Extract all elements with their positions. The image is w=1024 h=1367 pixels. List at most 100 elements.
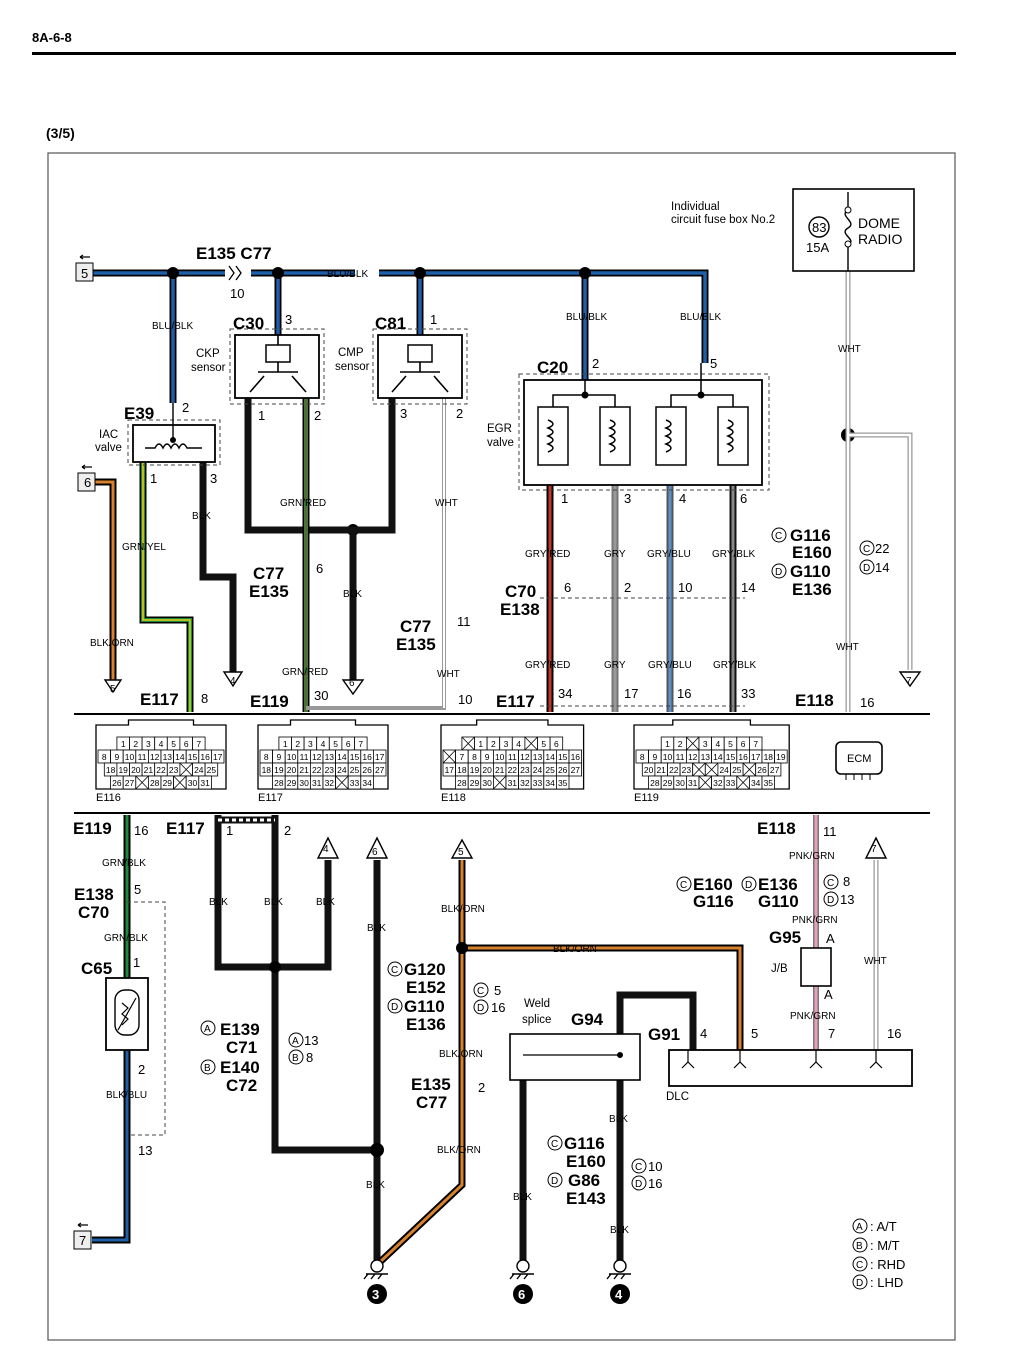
ecm-cavity (556, 775, 570, 790)
wire-blk-ckp: BLK (343, 589, 362, 600)
ecm-pin-number: 18 (106, 765, 116, 775)
ecm-pin-number: 21 (144, 765, 154, 775)
svg-text:E140: E140 (220, 1058, 260, 1077)
conn-e117-a: E117 (140, 690, 179, 709)
ecm-pin-number: 18 (764, 752, 774, 762)
wire-blk-orn-b4: BLK/ORN (437, 1145, 481, 1156)
ref-arrow-6b: 6 (372, 847, 378, 858)
wire-grn-blk-1: GRN/BLK (102, 858, 146, 869)
ecm-pin-number: 2 (295, 739, 300, 749)
ecm-pin-number: 26 (558, 765, 568, 775)
svg-text:D: D (745, 880, 752, 891)
ecm-cavity (761, 775, 776, 790)
svg-text:A: A (856, 1222, 863, 1233)
junction-dots (167, 267, 855, 536)
ecm-connector-label: E117 (258, 792, 283, 804)
svg-text:C: C (477, 986, 484, 997)
pin-c20-2: 2 (592, 356, 599, 371)
ecm-pin-number: 10 (495, 752, 505, 762)
pin-10-top: 10 (230, 286, 244, 301)
ecm-pin-number: 7 (460, 752, 465, 762)
ecm-pin-number: 27 (770, 765, 780, 775)
conn-g116: G116 (790, 526, 831, 545)
conn-g95: G95 (769, 928, 801, 947)
ecm-pin-number: 14 (337, 752, 347, 762)
dlc-label: DLC (666, 1091, 689, 1103)
egr-valve (523, 379, 763, 486)
conn-c81: C81 (375, 314, 406, 333)
ecm-pin-number: 5 (728, 739, 733, 749)
ecm-pin-number: 16 (738, 752, 748, 762)
svg-text:E143: E143 (566, 1189, 606, 1208)
pin-e117c-1: 1 (226, 823, 233, 838)
wire-blu-blk-c20a: BLU/BLK (566, 312, 607, 323)
ecm-pin-number: 6 (184, 739, 189, 749)
ckp-label-2: sensor (191, 362, 226, 374)
wire-gry-blu-2: GRY/BLU (648, 660, 692, 671)
pin-e118-11: 11 (823, 824, 837, 839)
svg-text:C: C (551, 1139, 558, 1150)
ecm-pin-number: 30 (675, 778, 685, 788)
wire-blk-orn-b1: BLK/ORN (441, 904, 485, 915)
ecm-pin-number: 28 (274, 778, 284, 788)
ecm-pin-number: 4 (321, 739, 326, 749)
ecm-pin-number: 25 (545, 765, 555, 775)
ref-box-5 (75, 262, 94, 282)
ecm-pin-number: 3 (703, 739, 708, 749)
blk-wires-g94 (519, 991, 697, 1262)
svg-text:G120: G120 (404, 960, 446, 979)
pin-dlc-7: 7 (828, 1026, 835, 1041)
pin-e117-17: 17 (624, 686, 638, 701)
conn-c77-a: C77 (253, 564, 284, 583)
ecm-pin-number: 24 (719, 765, 729, 775)
conn-e118-b: E118 (757, 819, 796, 838)
conn-g91: G91 (648, 1025, 680, 1044)
ecm-pin-number: 22 (156, 765, 166, 775)
iac-label-1: IAC (99, 429, 118, 441)
variant-group-e160: C E160 G116 D E136 G110 C 8 D 13 (676, 874, 854, 911)
ecm-pin-number: 17 (213, 752, 223, 762)
ref-box-7 (73, 1230, 92, 1250)
ecm-pin-number: 6 (554, 739, 559, 749)
variant-group-e139: A E139 C71 B E140 C72 A 13 B 8 (200, 1020, 318, 1095)
conn-e135-c: E135 (411, 1075, 451, 1094)
ecm-cavity-blank (736, 775, 750, 790)
ecm-pin-number: 10 (287, 752, 297, 762)
svg-text:C: C (775, 531, 782, 542)
ecm-pin-number: 13 (701, 752, 711, 762)
wire-pnk-grn-3: PNK/GRN (790, 1011, 836, 1022)
svg-text:5: 5 (494, 983, 501, 998)
ecm-pin-number: 11 (138, 752, 147, 762)
fuse-number: 83 (812, 220, 826, 235)
pin-iac-1: 1 (150, 471, 157, 486)
svg-text:C: C (680, 880, 687, 891)
conn-e118-a: E118 (795, 691, 834, 710)
bus-label-gap (355, 262, 379, 284)
egr-label-1: EGR (487, 423, 512, 435)
conn-c65: C65 (81, 959, 112, 978)
ecm-cavity (360, 775, 374, 790)
ecm-cavity (198, 775, 212, 790)
ecm-pin-number: 29 (163, 778, 173, 788)
pin-egr-6: 6 (740, 491, 747, 506)
ref-arrow-4b: 4 (323, 844, 329, 855)
svg-text:B: B (204, 1063, 211, 1074)
ecm-cavity-blank (493, 775, 507, 790)
ecm-pin-number: 22 (669, 765, 679, 775)
ref-arrow-7-num: 7 (906, 676, 912, 687)
svg-text:E136: E136 (758, 875, 798, 894)
conn-e117-b: E117 (496, 692, 535, 711)
wire-blk-weld: BLK (513, 1192, 532, 1203)
ecm-cavity-blank (742, 762, 756, 777)
ground-3: 3 (372, 1287, 379, 1302)
ref-arrow-5-num: 5 (110, 684, 116, 695)
ecm-pin-number: 8 (264, 752, 269, 762)
ecm-pin-number: 17 (751, 752, 761, 762)
pin-c20-5: 5 (710, 356, 717, 371)
ecm-pin-number: 20 (131, 765, 141, 775)
ecm-pin-number: 1 (478, 739, 483, 749)
wire-wht-fuse-2: WHT (836, 642, 859, 653)
ref-arrow-6-num: 6 (349, 678, 355, 689)
ecm-pin-number: 12 (312, 752, 322, 762)
ecm-pin-number: 27 (375, 765, 385, 775)
